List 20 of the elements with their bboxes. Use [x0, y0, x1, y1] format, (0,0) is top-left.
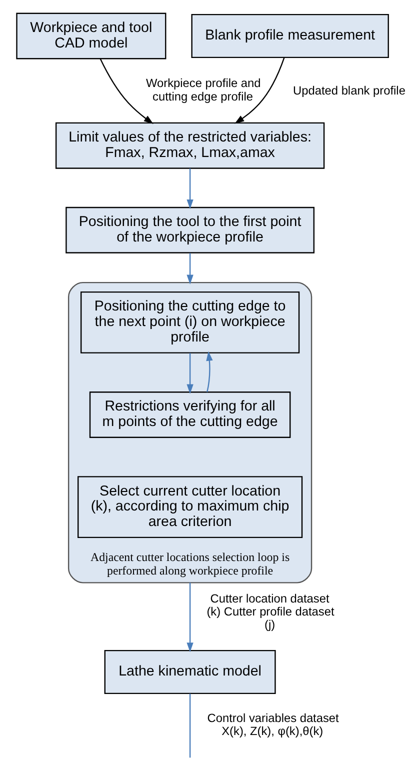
node-box: Positioning the tool to the first point of the workpiece profile: [65, 206, 314, 254]
connector: [188, 694, 190, 758]
node-box: Restrictions verifying for all m points of the cutting edge: [88, 392, 290, 438]
arrow: [186, 582, 193, 652]
node-box: Lathe kinematic model: [104, 650, 276, 694]
node-box: Select current cutter location (k), according to maximum chip area criterion: [77, 476, 302, 538]
arrow: [206, 351, 212, 392]
edge-label: Workpiece profile and cutting edge profile: [145, 76, 260, 104]
arrow: [186, 253, 193, 284]
arrow: [186, 353, 193, 394]
node-box: Blank profile measurement: [190, 14, 388, 58]
node-box: Positioning the cutting edge to the next point (i) on workpiece profile: [80, 291, 300, 354]
edge-label: Control variables dataset X(k), Z(k), φ(k),θ(k): [206, 711, 338, 738]
node-box: Workpiece and tool CAD model: [16, 12, 166, 60]
arrow: [99, 58, 153, 124]
arrow: [186, 168, 193, 210]
arrow: [234, 58, 284, 124]
edge-label: Updated blank profile: [292, 83, 405, 98]
node-box: Limit values of the restricted variables: Fmax, Rzmax, Lmax,amax: [54, 122, 324, 169]
edge-label: Cutter location dataset (k) Cutter profile dataset (j): [206, 591, 334, 632]
